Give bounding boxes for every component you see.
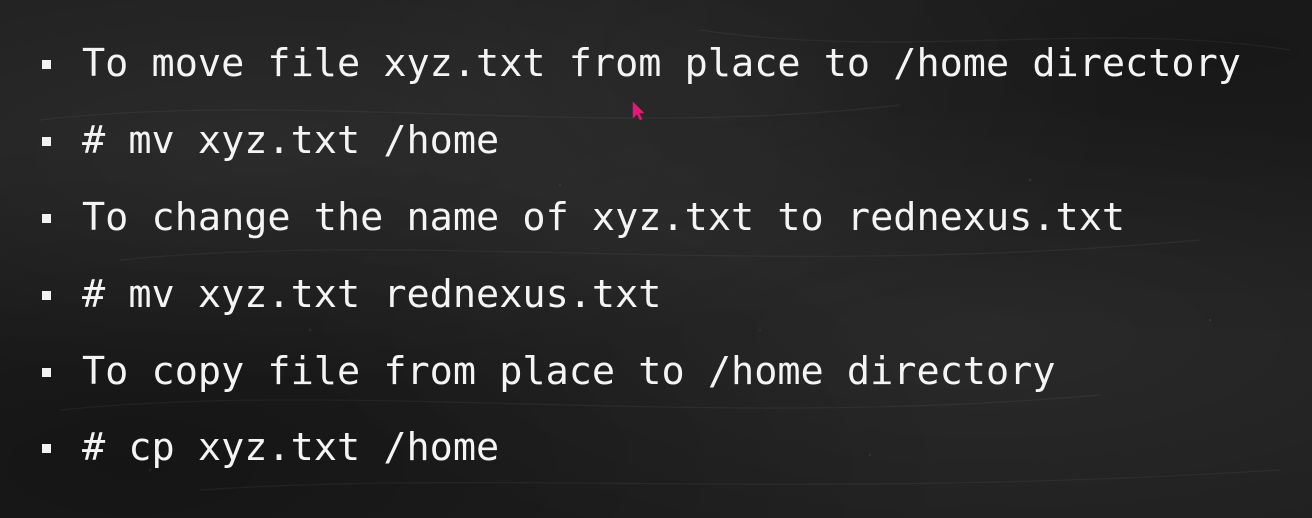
bullet-item: To move file xyz.txt from place to /home… [42, 39, 1241, 89]
bullet-item: To change the name of xyz.txt to rednexu… [42, 193, 1125, 243]
square-bullet-icon [42, 443, 51, 453]
bullet-item: To copy file from place to /home directo… [42, 347, 1056, 397]
bullet-text: To move file xyz.txt from place to /home… [82, 41, 1241, 86]
bullet-item: # mv xyz.txt rednexus.txt [42, 270, 661, 320]
square-bullet-icon [42, 290, 51, 300]
bullet-item: # mv xyz.txt /home [42, 116, 499, 166]
square-bullet-icon [42, 136, 51, 146]
bullet-text: To change the name of xyz.txt to rednexu… [82, 195, 1126, 240]
mouse-pointer-icon [632, 101, 645, 121]
bullet-item: # cp xyz.txt /home [42, 423, 499, 473]
square-bullet-icon [42, 213, 51, 223]
square-bullet-icon [42, 59, 51, 69]
bullet-text: # mv xyz.txt /home [82, 118, 500, 163]
square-bullet-icon [42, 367, 51, 377]
bullet-text: To copy file from place to /home directo… [82, 349, 1056, 394]
bullet-text: # cp xyz.txt /home [82, 425, 500, 470]
bullet-text: # mv xyz.txt rednexus.txt [82, 272, 662, 317]
